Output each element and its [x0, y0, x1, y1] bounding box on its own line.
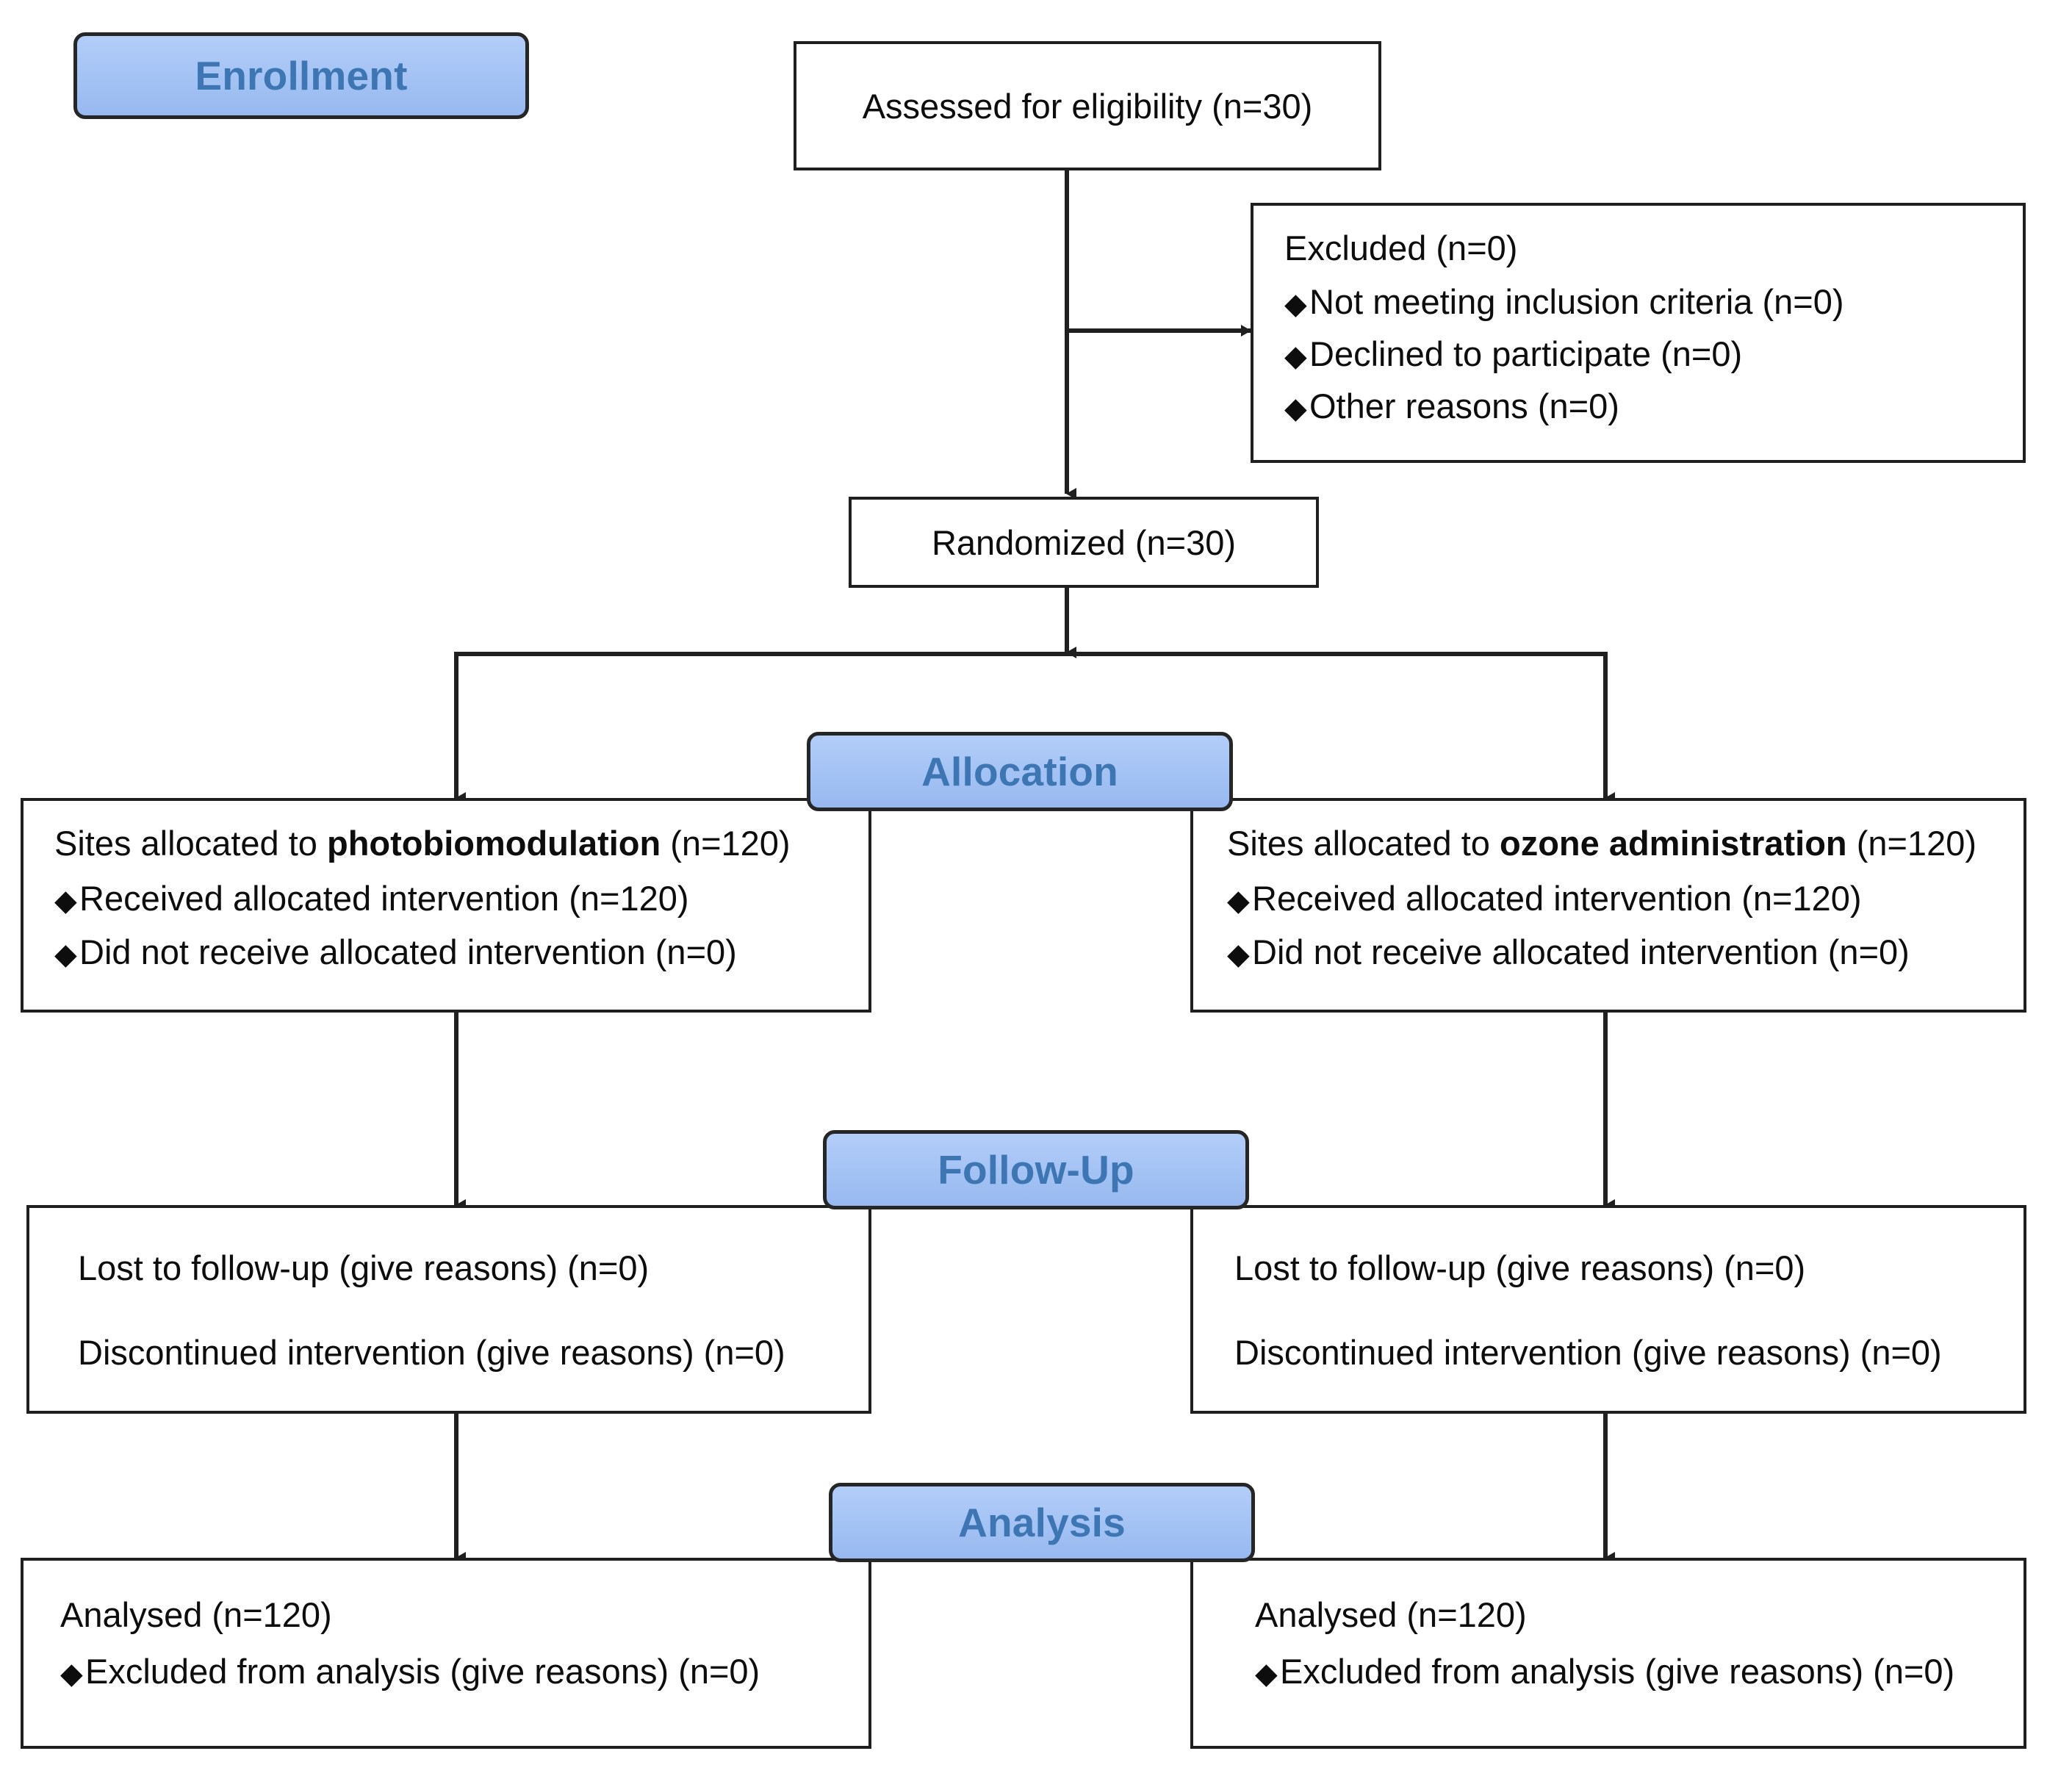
allocation-left-item-0-label: Received allocated intervention (n=120)	[79, 879, 689, 918]
allocation-right-item-1-label: Did not receive allocated intervention (…	[1252, 932, 1910, 971]
randomized-text: Randomized (n=30)	[931, 522, 1237, 562]
banner-analysis-label: Analysis	[958, 1500, 1126, 1545]
banner-allocation: Allocation	[807, 732, 1233, 811]
box-excluded: Excluded (n=0) ◆Not meeting inclusion cr…	[1251, 203, 2026, 463]
diamond-bullet-icon: ◆	[54, 938, 77, 971]
box-followup-left: Lost to follow-up (give reasons) (n=0) D…	[26, 1205, 871, 1414]
allocation-left-lead-suffix: (n=120)	[661, 824, 791, 863]
allocation-right-intervention: ozone administration	[1500, 824, 1847, 863]
box-allocation-right: Sites allocated to ozone administration …	[1190, 798, 2026, 1013]
allocation-right-lead-prefix: Sites allocated to	[1227, 824, 1500, 863]
allocation-right-item-0-label: Received allocated intervention (n=120)	[1252, 879, 1862, 918]
allocation-left-lead-prefix: Sites allocated to	[54, 824, 327, 863]
followup-left-line-2: Discontinued intervention (give reasons)…	[78, 1333, 785, 1372]
diamond-bullet-icon: ◆	[1227, 938, 1250, 971]
diamond-bullet-icon: ◆	[54, 885, 77, 917]
box-followup-right: Lost to follow-up (give reasons) (n=0) D…	[1190, 1205, 2026, 1414]
box-assessed-for-eligibility: Assessed for eligibility (n=30)	[794, 41, 1381, 170]
allocation-right-lead-suffix: (n=120)	[1846, 824, 1977, 863]
allocation-right-item-0: ◆Received allocated intervention (n=120)	[1227, 881, 2024, 916]
followup-left-line-1: Lost to follow-up (give reasons) (n=0)	[78, 1248, 650, 1287]
diamond-bullet-icon: ◆	[1255, 1658, 1278, 1690]
banner-analysis: Analysis	[829, 1483, 1255, 1562]
allocation-left-item-1-label: Did not receive allocated intervention (…	[79, 932, 737, 971]
followup-right-line-1: Lost to follow-up (give reasons) (n=0)	[1234, 1248, 1806, 1287]
banner-followup: Follow-Up	[823, 1130, 1249, 1209]
allocation-left-item-0: ◆Received allocated intervention (n=120)	[54, 881, 868, 916]
diamond-bullet-icon: ◆	[1227, 885, 1250, 917]
box-analysis-left: Analysed (n=120) ◆Excluded from analysis…	[21, 1558, 871, 1749]
diamond-bullet-icon: ◆	[1284, 340, 1307, 373]
banner-enrollment-label: Enrollment	[195, 53, 408, 98]
analysis-right-item-0-label: Excluded from analysis (give reasons) (n…	[1280, 1652, 1955, 1691]
excluded-item-1-label: Declined to participate (n=0)	[1309, 334, 1743, 373]
box-randomized: Randomized (n=30)	[849, 497, 1319, 588]
diamond-bullet-icon: ◆	[1284, 288, 1307, 320]
excluded-item-2: ◆Other reasons (n=0)	[1284, 389, 2023, 423]
allocation-right-lead: Sites allocated to ozone administration …	[1227, 826, 2024, 860]
analysis-left-lead: Analysed (n=120)	[60, 1595, 332, 1634]
allocation-left-lead: Sites allocated to photobiomodulation (n…	[54, 826, 868, 860]
excluded-item-2-label: Other reasons (n=0)	[1309, 386, 1619, 425]
banner-allocation-label: Allocation	[921, 749, 1118, 794]
analysis-left-item-0-label: Excluded from analysis (give reasons) (n…	[85, 1652, 760, 1691]
analysis-left-item-0: ◆Excluded from analysis (give reasons) (…	[60, 1654, 868, 1689]
diamond-bullet-icon: ◆	[60, 1658, 83, 1690]
assessed-text: Assessed for eligibility (n=30)	[862, 86, 1313, 126]
allocation-right-item-1: ◆Did not receive allocated intervention …	[1227, 935, 2024, 969]
excluded-item-0: ◆Not meeting inclusion criteria (n=0)	[1284, 284, 2023, 319]
excluded-title: Excluded (n=0)	[1284, 229, 1518, 267]
box-analysis-right: Analysed (n=120) ◆Excluded from analysis…	[1190, 1558, 2026, 1749]
box-allocation-left: Sites allocated to photobiomodulation (n…	[21, 798, 871, 1013]
banner-followup-label: Follow-Up	[938, 1147, 1134, 1193]
excluded-item-0-label: Not meeting inclusion criteria (n=0)	[1309, 282, 1844, 321]
analysis-right-lead: Analysed (n=120)	[1255, 1595, 1527, 1634]
followup-right-line-2: Discontinued intervention (give reasons)…	[1234, 1333, 1942, 1372]
excluded-item-1: ◆Declined to participate (n=0)	[1284, 337, 2023, 371]
banner-enrollment: Enrollment	[73, 32, 529, 119]
analysis-right-item-0: ◆Excluded from analysis (give reasons) (…	[1255, 1654, 2024, 1689]
allocation-left-item-1: ◆Did not receive allocated intervention …	[54, 935, 868, 969]
diamond-bullet-icon: ◆	[1284, 392, 1307, 425]
allocation-left-intervention: photobiomodulation	[327, 824, 661, 863]
